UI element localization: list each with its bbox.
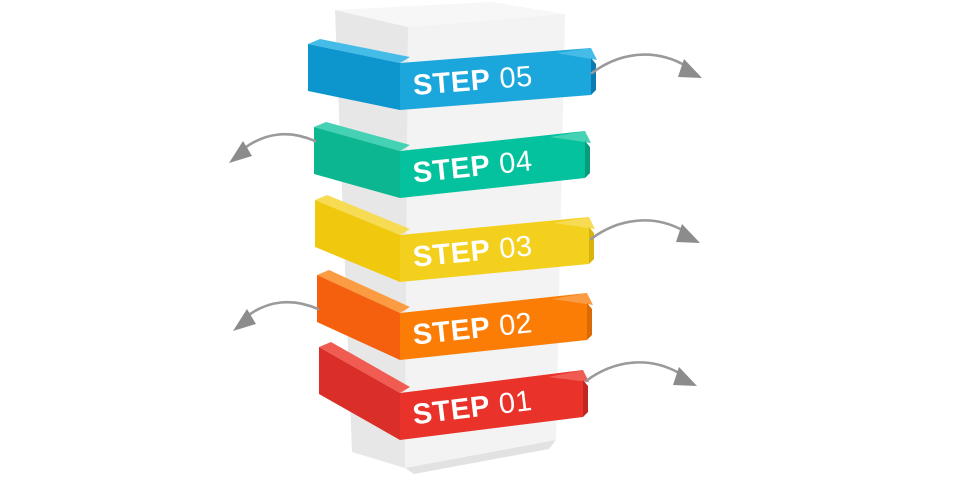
arrow-step-03-right bbox=[589, 219, 686, 241]
step-04-left-face bbox=[314, 127, 400, 198]
step-02-label-number: 02 bbox=[498, 307, 534, 342]
step-04-right-bevel bbox=[585, 141, 590, 178]
step-05-left-face bbox=[308, 44, 400, 110]
arrow-step-01-right bbox=[584, 361, 681, 383]
arrowhead-step-05-right-icon bbox=[678, 59, 702, 78]
arrowhead-step-04-left-icon bbox=[229, 141, 252, 163]
step-02-front-face bbox=[400, 293, 587, 360]
arrowhead-step-01-right-icon bbox=[673, 367, 697, 386]
step-01-right-wedge bbox=[548, 370, 589, 382]
step-01-front-face bbox=[400, 370, 583, 440]
step-05-top-sliver bbox=[308, 39, 410, 63]
arrowhead-step-03-right-icon bbox=[676, 224, 700, 243]
step-03-left-face bbox=[315, 200, 400, 282]
step-03-right-bevel bbox=[589, 227, 594, 264]
step-04-front-face bbox=[400, 131, 585, 198]
step-04-label-number: 04 bbox=[498, 145, 534, 180]
step-02-top-sliver bbox=[317, 270, 410, 313]
step-02-left-face bbox=[317, 275, 400, 360]
step-05-right-bevel bbox=[591, 58, 596, 95]
step-03-label-number: 03 bbox=[498, 230, 534, 265]
step-05-label-number: 05 bbox=[498, 61, 534, 96]
step-02-right-wedge bbox=[552, 293, 593, 305]
step-05-front-face bbox=[400, 48, 591, 110]
step-05-right-wedge bbox=[556, 48, 597, 60]
arrowhead-step-02-left-icon bbox=[233, 309, 256, 331]
step-03-right-wedge bbox=[554, 217, 595, 229]
step-03-front-face bbox=[400, 217, 589, 282]
tower-bottom-edge bbox=[405, 440, 556, 474]
step-03-label-prefix: STEP bbox=[411, 234, 491, 273]
step-03-top-sliver bbox=[315, 195, 410, 235]
step-02-right-bevel bbox=[587, 303, 592, 340]
arrow-step-04-left bbox=[240, 132, 317, 152]
step-01-left-face bbox=[319, 347, 400, 440]
tower-top-face bbox=[335, 2, 565, 27]
arrows bbox=[229, 53, 702, 386]
step-04-right-wedge bbox=[550, 131, 591, 143]
step-04-top-sliver bbox=[314, 122, 410, 151]
arrow-step-02-left bbox=[244, 300, 320, 319]
step-01-top-sliver bbox=[319, 342, 410, 393]
arrow-step-05-right bbox=[590, 53, 688, 75]
step-01-right-bevel bbox=[583, 380, 588, 417]
step-05-label-prefix: STEP bbox=[412, 64, 492, 102]
step-01-label-number: 01 bbox=[497, 385, 534, 421]
